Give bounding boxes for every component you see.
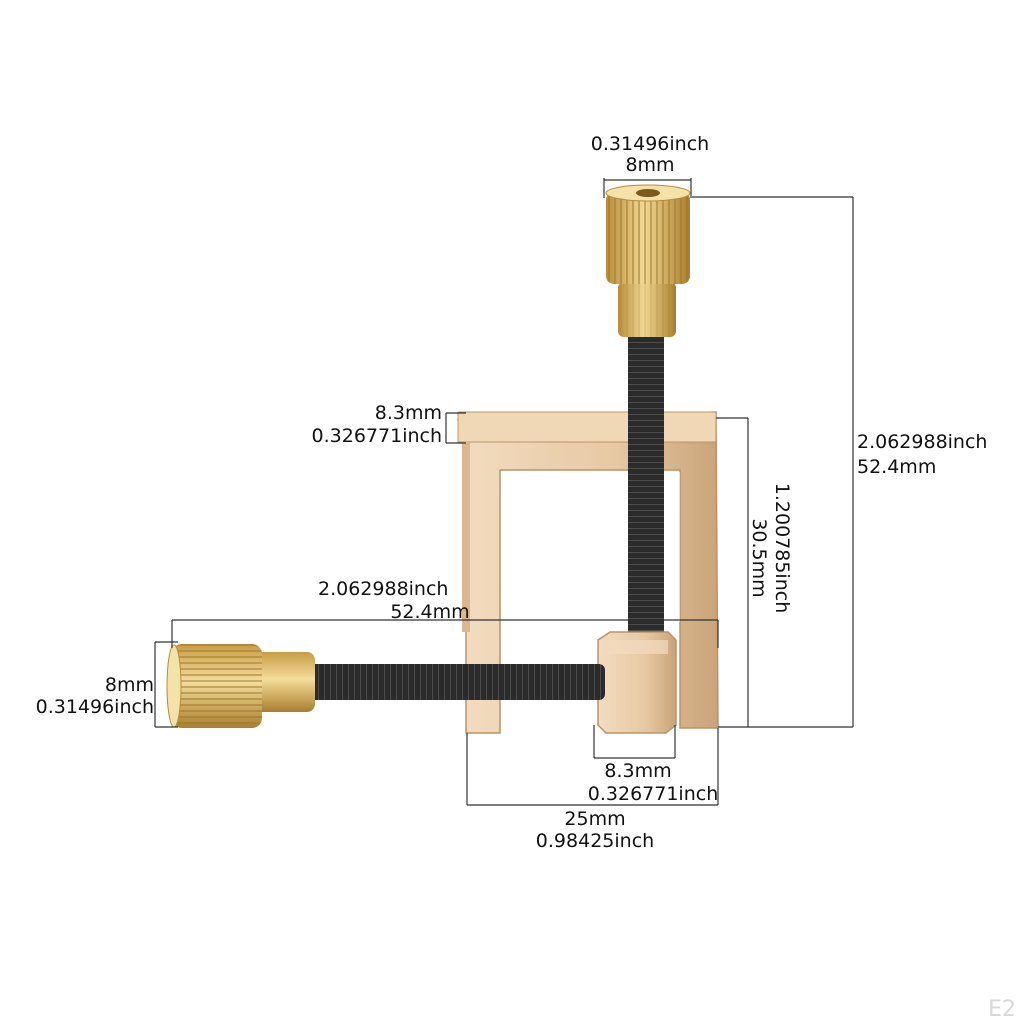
frame-width-mm-label: 25mm [564,808,626,830]
jaw-block-inch-label: 0.326771inch [587,783,719,805]
jaw-block-mm-label: 8.3mm [604,760,672,782]
side-knob-inch-label: 0.31496inch [35,696,154,718]
horizontal-screw [305,664,605,700]
frame-height-mm-label: 30.5mm [748,518,770,598]
jaw-block [597,631,677,734]
frame-thickness-mm-label: 8.3mm [374,402,442,424]
vertical-screw [628,330,664,645]
total-height-mm-label: 52.4mm [857,456,937,478]
side-knob-mm-label: 8mm [104,674,154,696]
total-height-inch-label: 2.062988inch [857,431,988,453]
total-length-inch-label: 2.062988inch [318,578,449,600]
top-knob-inch-label: 0.31496inch [590,133,710,155]
top-knob-mm-label: 8mm [625,154,675,176]
frame-height-inch-label: 1.200785inch [771,482,793,614]
total-length-mm-label: 52.4mm [390,601,470,623]
frame-thickness-inch-label: 0.326771inch [311,425,442,447]
dimension-lines [154,178,854,806]
top-knob-icon [605,184,691,337]
side-knob-icon [166,644,315,728]
corner-badge: E2 [988,997,1016,1022]
clamp-frame [456,411,719,734]
frame-width-inch-label: 0.98425inch [535,830,655,852]
